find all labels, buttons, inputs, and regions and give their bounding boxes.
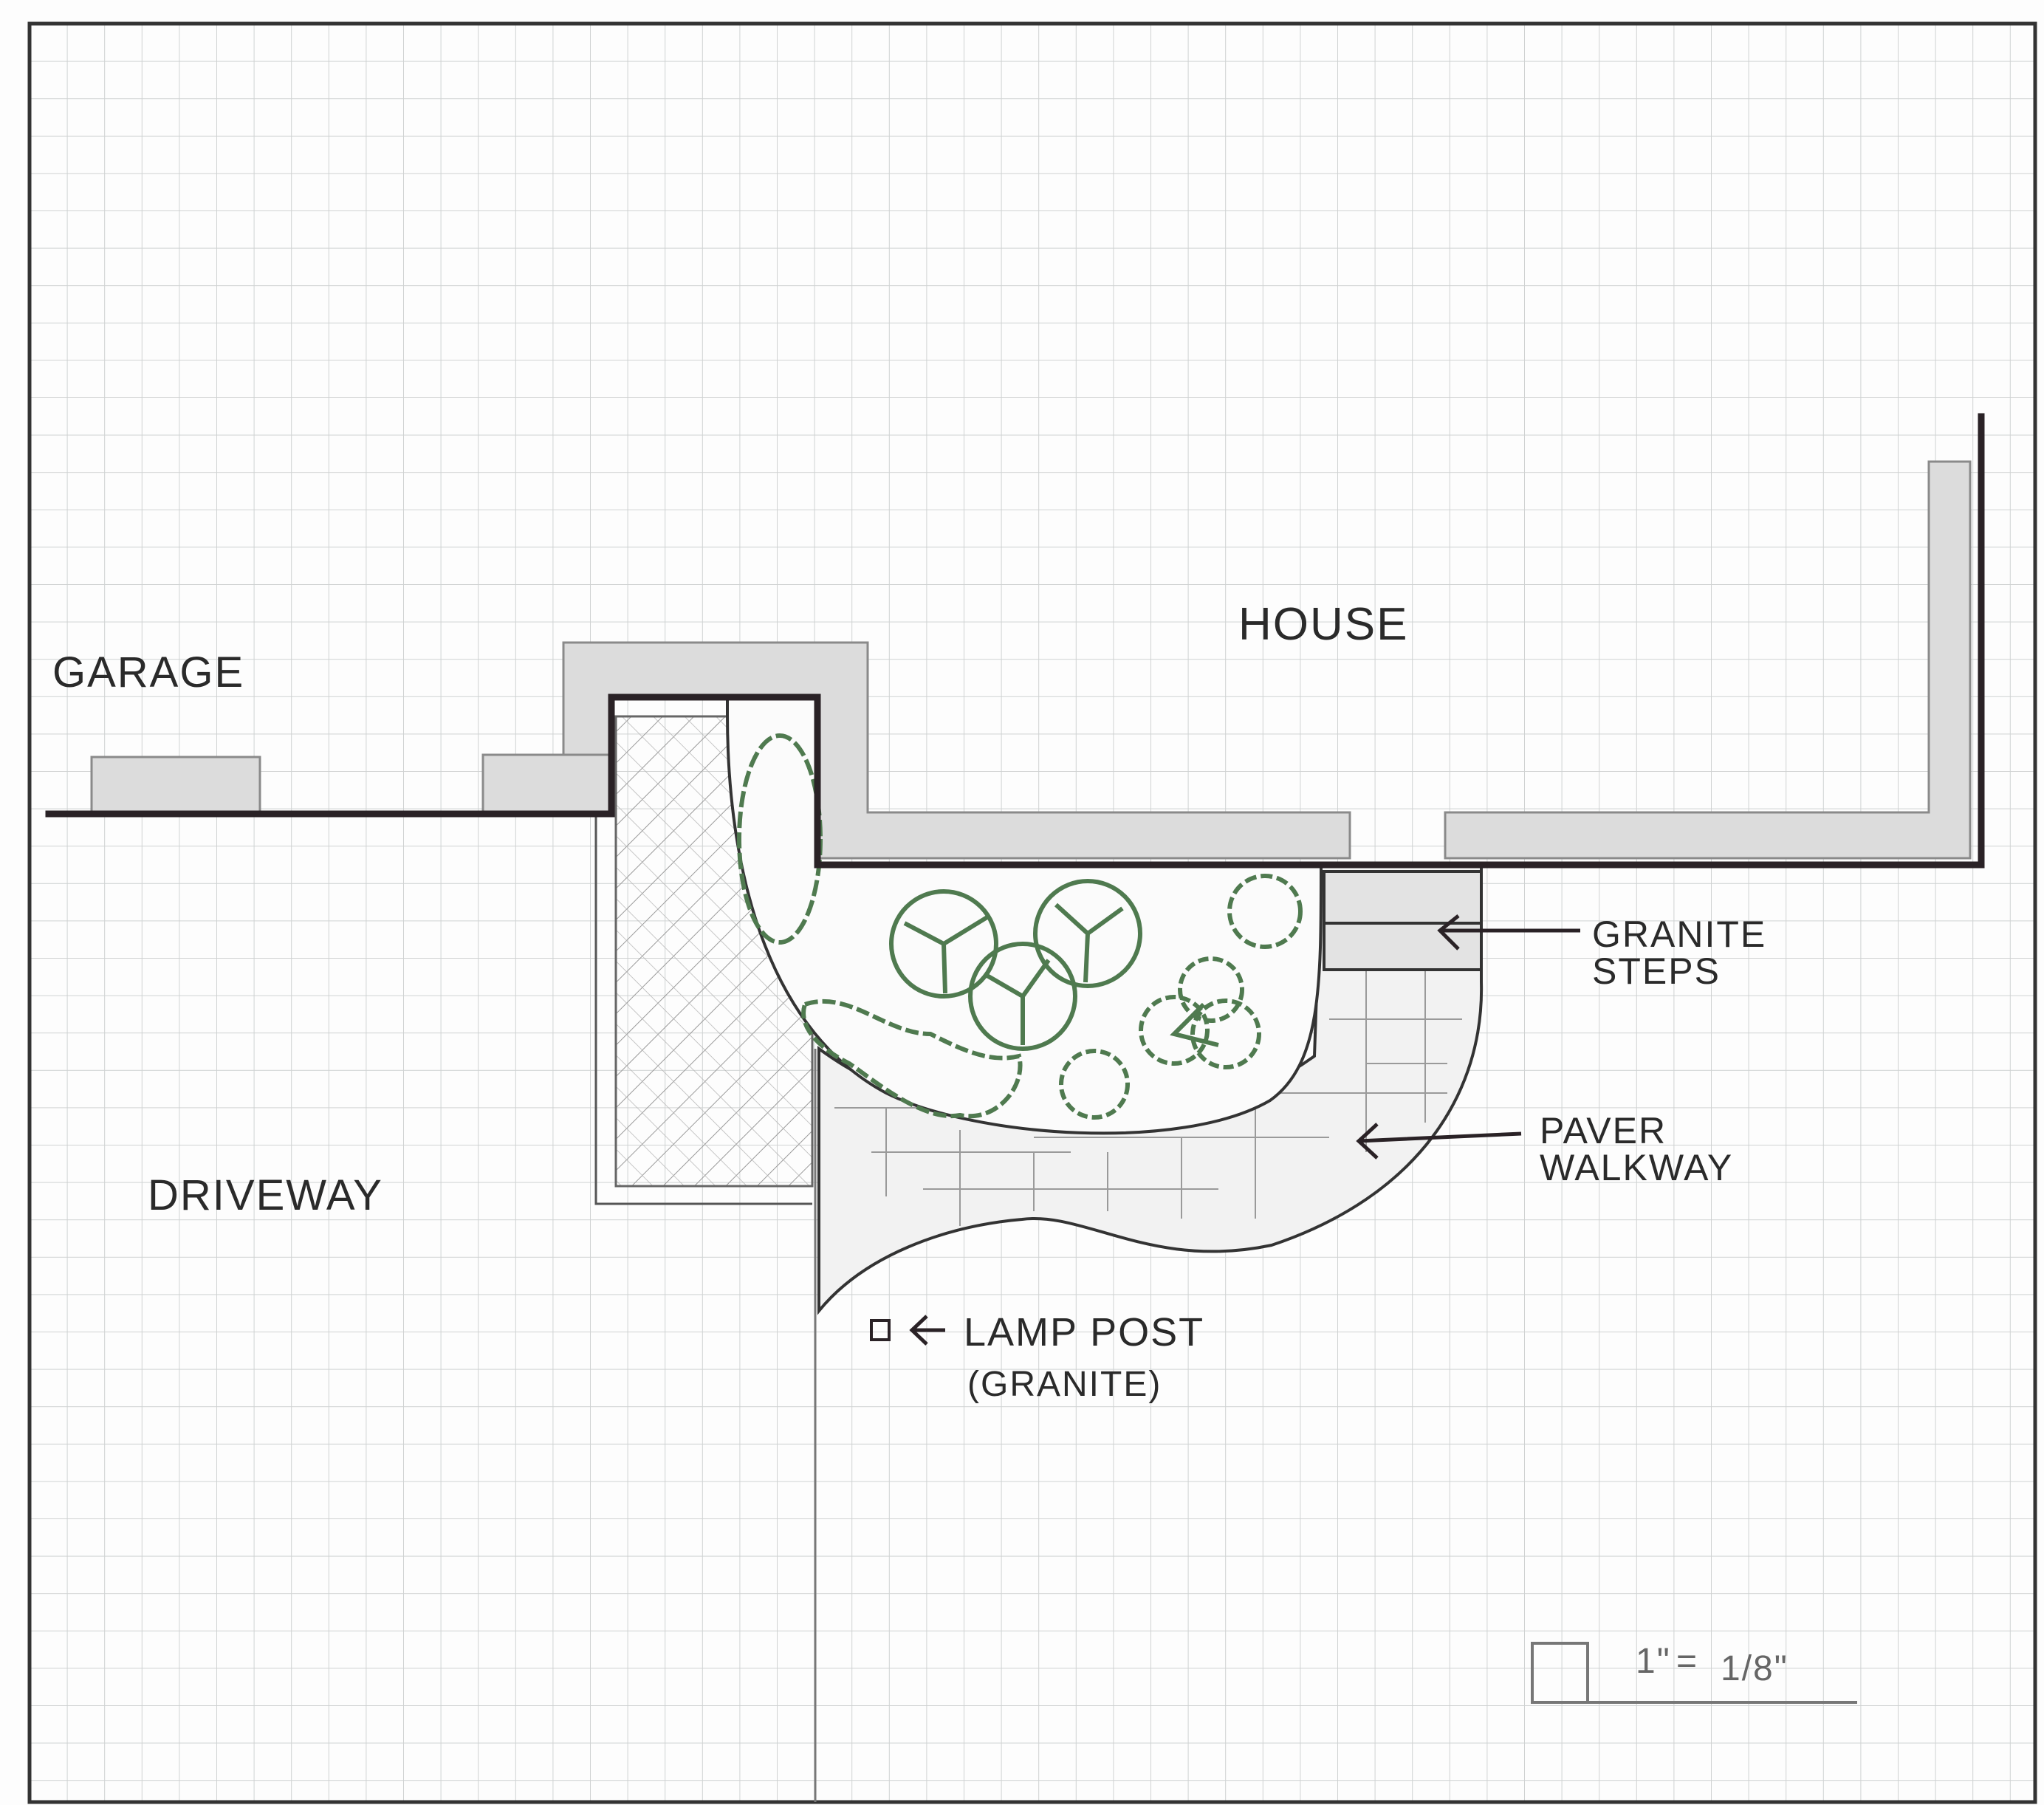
shrub-1 <box>1227 874 1303 949</box>
house-walls <box>45 413 1985 869</box>
shrub-2 <box>1059 1049 1130 1120</box>
scale-left: 1" <box>1636 1642 1671 1681</box>
garage-label: GARAGE <box>52 648 244 696</box>
shrub-cluster <box>1139 956 1261 1069</box>
lamp-post-symbol <box>870 1319 891 1341</box>
paver-walkway-label-line2: WALKWAY <box>1540 1147 1733 1188</box>
sheet-border <box>27 21 2037 1804</box>
scale-square <box>1531 1642 1589 1704</box>
groundcover-mass <box>801 999 1023 1119</box>
plantings <box>737 733 1303 1120</box>
house-label: HOUSE <box>1238 599 1408 650</box>
tree-3 <box>968 942 1077 1051</box>
lamp-post-material-label: (GRANITE) <box>967 1365 1162 1404</box>
scale-legend: 1" = 1/8" <box>1531 1642 1857 1704</box>
tree-1 <box>889 889 998 999</box>
scale-equals: = <box>1676 1642 1698 1681</box>
granite-steps-label-line1: GRANITE <box>1592 914 1766 955</box>
driveway-label: DRIVEWAY <box>148 1171 383 1219</box>
lamp-post-label: LAMP POST <box>964 1310 1204 1354</box>
stoop-outline <box>594 814 812 1205</box>
leader-arrows <box>909 914 1580 1346</box>
granite-steps <box>1323 870 1483 971</box>
scale-right: 1/8" <box>1721 1649 1788 1688</box>
tree-2 <box>1033 879 1142 988</box>
paver-walkway-label-line1: PAVER <box>1540 1110 1667 1151</box>
planting-bed <box>726 696 1323 1135</box>
granite-steps-label-line2: STEPS <box>1592 951 1721 992</box>
